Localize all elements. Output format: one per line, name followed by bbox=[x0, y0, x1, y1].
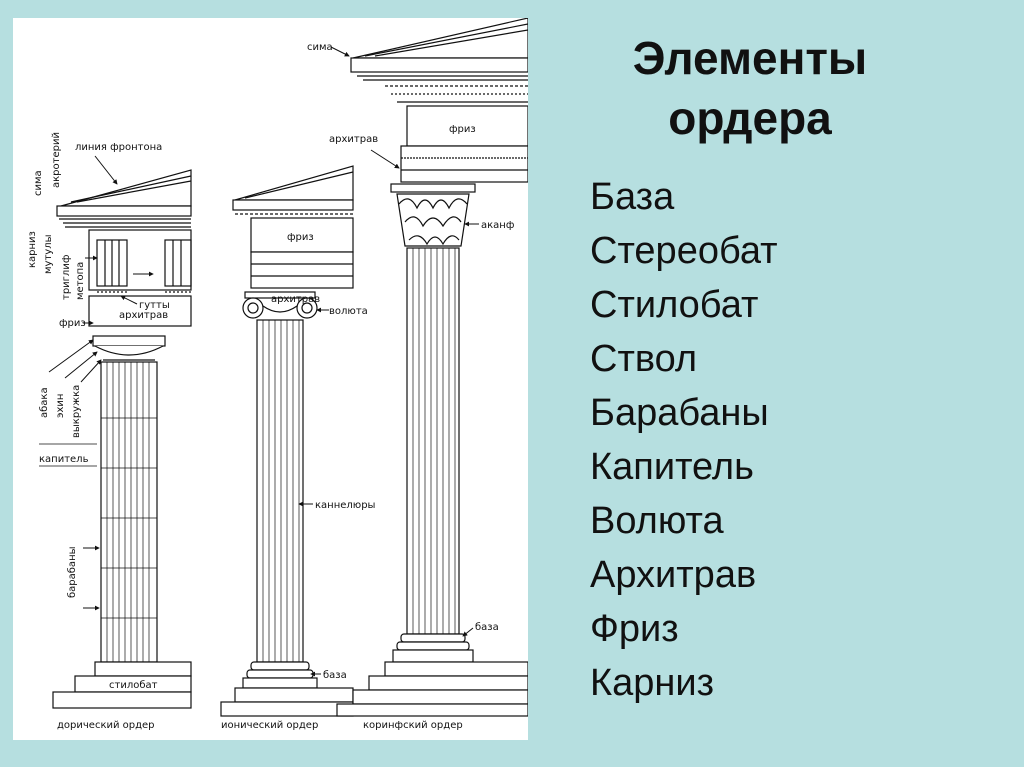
doric-shaft bbox=[100, 361, 158, 663]
label-triglif: триглиф bbox=[61, 255, 72, 300]
doric-triglyph bbox=[164, 239, 192, 287]
label-karniz: карниз bbox=[27, 231, 38, 268]
ionic-step bbox=[234, 687, 354, 703]
label-sima-left: сима bbox=[33, 170, 44, 196]
doric-cornice bbox=[56, 205, 192, 217]
label-voluta: волюта bbox=[329, 306, 368, 317]
corinthian-shaft bbox=[406, 247, 460, 635]
doric-pediment bbox=[60, 169, 192, 207]
label-akanf: аканф bbox=[481, 220, 514, 231]
list-item: Стереобат bbox=[590, 230, 778, 272]
corinthian-labels: сима фриз архитрав аканф база коринфский… bbox=[307, 42, 514, 731]
corinthian-plinth bbox=[392, 649, 474, 663]
label-friz-doric: фриз bbox=[59, 318, 86, 329]
caption-corinthian: коринфский ордер bbox=[363, 720, 463, 731]
corinthian-architrave bbox=[400, 145, 528, 183]
label-kannelyury: каннелюры bbox=[315, 500, 375, 511]
list-item: Ствол bbox=[590, 338, 698, 380]
label-sima-right: сима bbox=[307, 42, 333, 53]
corinthian-pediment bbox=[352, 18, 528, 59]
list-item: База bbox=[590, 176, 675, 218]
ionic-volute-left bbox=[242, 297, 264, 319]
doric-architrave bbox=[88, 295, 192, 327]
label-ekhin: эхин bbox=[55, 394, 66, 418]
list-item: Капитель bbox=[590, 446, 754, 488]
corinthian-flutes bbox=[412, 248, 456, 634]
doric-order bbox=[52, 169, 192, 709]
caption-ionic: ионический ордер bbox=[221, 720, 318, 731]
orders-illustration: сима акротерий линия фронтона карниз мут… bbox=[27, 18, 528, 731]
corinthian-frieze bbox=[406, 105, 528, 147]
label-gutty: гутты bbox=[139, 300, 170, 311]
ionic-cornice bbox=[232, 199, 354, 211]
doric-echinus bbox=[94, 345, 164, 356]
ionic-step bbox=[220, 701, 354, 717]
list-item: Фриз bbox=[590, 608, 679, 650]
label-abaka: абака bbox=[39, 387, 50, 418]
ionic-flutes bbox=[262, 320, 300, 662]
label-vykruzhka: выкружка bbox=[71, 385, 82, 438]
list-item: Архитрав bbox=[590, 554, 757, 596]
label-kapitel: капитель bbox=[39, 454, 89, 465]
doric-drum-joints bbox=[101, 417, 157, 619]
caption-doric: дорический ордер bbox=[57, 720, 155, 731]
label-mutuly: мутулы bbox=[43, 235, 54, 275]
order-elements-list: База Стереобат Стилобат Ствол Барабаны К… bbox=[590, 170, 778, 710]
ionic-architrave bbox=[250, 251, 354, 289]
doric-step-top bbox=[94, 661, 192, 677]
label-friz-corinth: фриз bbox=[449, 124, 476, 135]
list-item: Волюта bbox=[590, 500, 724, 542]
doric-abacus bbox=[92, 335, 166, 347]
label-akroterii: акротерий bbox=[51, 132, 62, 188]
corinthian-acanthus-capital bbox=[396, 193, 470, 247]
doric-labels: сима акротерий линия фронтона карниз мут… bbox=[27, 132, 170, 731]
label-stilobat: стилобат bbox=[109, 680, 158, 691]
ionic-order bbox=[220, 165, 354, 717]
ionic-abacus bbox=[244, 291, 316, 299]
ionic-frieze bbox=[250, 217, 354, 253]
label-frontone-line: линия фронтона bbox=[75, 142, 162, 153]
list-item: Стилобат bbox=[590, 284, 759, 326]
label-barabany: барабаны bbox=[67, 547, 78, 599]
list-item: Карниз bbox=[590, 662, 715, 704]
ionic-base bbox=[250, 661, 310, 671]
slide-title: Элементы ордера bbox=[585, 28, 915, 148]
corinthian-step bbox=[384, 661, 528, 677]
corinthian-step bbox=[368, 675, 528, 691]
corinthian-step bbox=[352, 689, 528, 705]
ionic-shaft bbox=[256, 319, 304, 663]
ionic-labels: фриз архитрав волюта каннелюры база иони… bbox=[221, 232, 375, 731]
doric-frieze bbox=[88, 229, 192, 291]
corinthian-cornice bbox=[350, 57, 528, 73]
corinthian-step bbox=[336, 703, 528, 717]
slide-title-line-1: Элементы bbox=[632, 32, 868, 84]
corinthian-order bbox=[336, 18, 528, 717]
label-friz-ionic: фриз bbox=[287, 232, 314, 243]
label-arkhitrav-ionic: архитрав bbox=[271, 294, 320, 305]
label-metopa: метопа bbox=[75, 262, 86, 300]
slide-title-line-2: ордера bbox=[668, 92, 832, 144]
corinthian-base bbox=[400, 633, 466, 643]
corinthian-abacus bbox=[390, 183, 476, 193]
doric-step-bottom bbox=[52, 691, 192, 709]
list-item: Барабаны bbox=[590, 392, 769, 434]
doric-flutes bbox=[106, 362, 150, 662]
label-baza-corinth: база bbox=[475, 622, 499, 633]
architecture-orders-diagram: сима акротерий линия фронтона карниз мут… bbox=[13, 18, 528, 740]
ionic-pediment bbox=[234, 165, 354, 201]
label-arkhitrav-corinth: архитрав bbox=[329, 134, 378, 145]
label-arkhitrav-doric: архитрав bbox=[119, 310, 168, 321]
ionic-plinth bbox=[242, 677, 318, 689]
label-baza-ionic: база bbox=[323, 670, 347, 681]
